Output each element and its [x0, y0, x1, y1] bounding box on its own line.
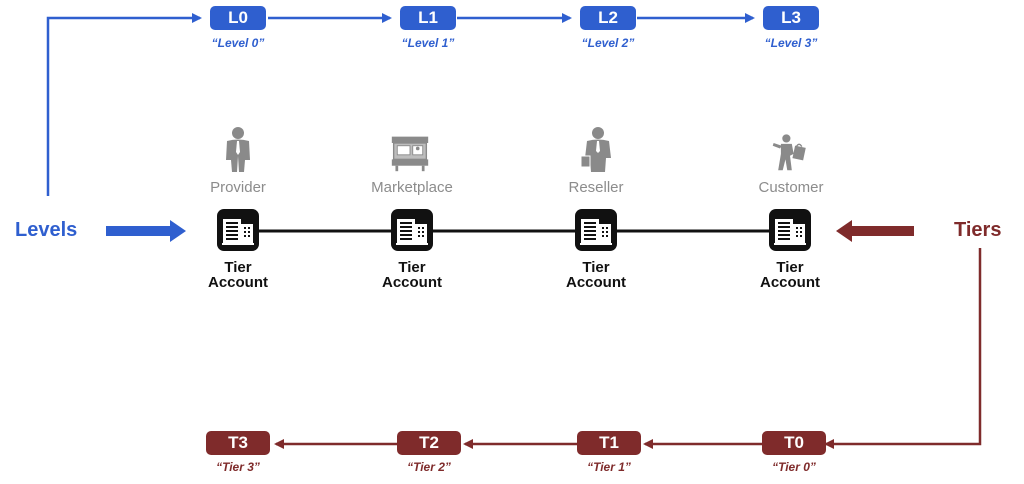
account-label-line2: Account	[208, 274, 268, 291]
building-icon	[769, 209, 811, 251]
account-label-provider: Tier Account	[183, 260, 293, 290]
account-label-line2: Account	[382, 274, 442, 291]
levels-label: Levels	[15, 219, 78, 241]
level-caption-l2: “Level 2”	[581, 36, 635, 50]
tier-badge-t2: T2	[397, 431, 461, 455]
level-caption-l0: “Level 0”	[211, 36, 265, 50]
role-label-reseller: Reseller	[568, 179, 624, 196]
role-label-provider: Provider	[210, 179, 266, 196]
account-label-line2: Account	[566, 274, 626, 291]
tier-caption-t3: “Tier 3”	[216, 460, 260, 474]
level-badge-l0: L0	[210, 6, 266, 30]
account-label-reseller: Tier Account	[541, 260, 651, 290]
level-caption-l3: “Level 3”	[764, 36, 818, 50]
tier-caption-t2: “Tier 2”	[407, 460, 451, 474]
tier-badge-t0: T0	[762, 431, 826, 455]
account-label-line1: Tier	[224, 259, 252, 276]
account-label-line2: Account	[760, 274, 820, 291]
building-icon	[575, 209, 617, 251]
account-label-customer: Tier Account	[735, 260, 845, 290]
tier-badge-t1: T1	[577, 431, 641, 455]
tier-caption-t1: “Tier 1”	[587, 460, 631, 474]
shopper-icon	[772, 134, 806, 171]
account-label-line1: Tier	[398, 259, 426, 276]
building-icon	[391, 209, 433, 251]
level-badge-l2: L2	[580, 6, 636, 30]
account-label-line1: Tier	[776, 259, 804, 276]
tier-badge-t3: T3	[206, 431, 270, 455]
level-caption-l1: “Level 1”	[401, 36, 455, 50]
tiers-label: Tiers	[954, 219, 1002, 241]
levels-big-arrow	[106, 220, 186, 242]
marketplace-icon	[391, 136, 429, 172]
level-badge-l1: L1	[400, 6, 456, 30]
account-label-line1: Tier	[582, 259, 610, 276]
building-icon	[217, 209, 259, 251]
levels-flow-line	[46, 13, 202, 196]
account-label-marketplace: Tier Account	[357, 260, 467, 290]
tier-caption-t0: “Tier 0”	[772, 460, 816, 474]
tiers-flow-line	[824, 248, 982, 449]
level-badge-l3: L3	[763, 6, 819, 30]
role-label-customer: Customer	[758, 179, 824, 196]
businessman-icon	[226, 127, 250, 172]
reseller-icon	[580, 127, 611, 172]
tiers-big-arrow	[836, 220, 914, 242]
role-label-marketplace: Marketplace	[371, 179, 453, 196]
